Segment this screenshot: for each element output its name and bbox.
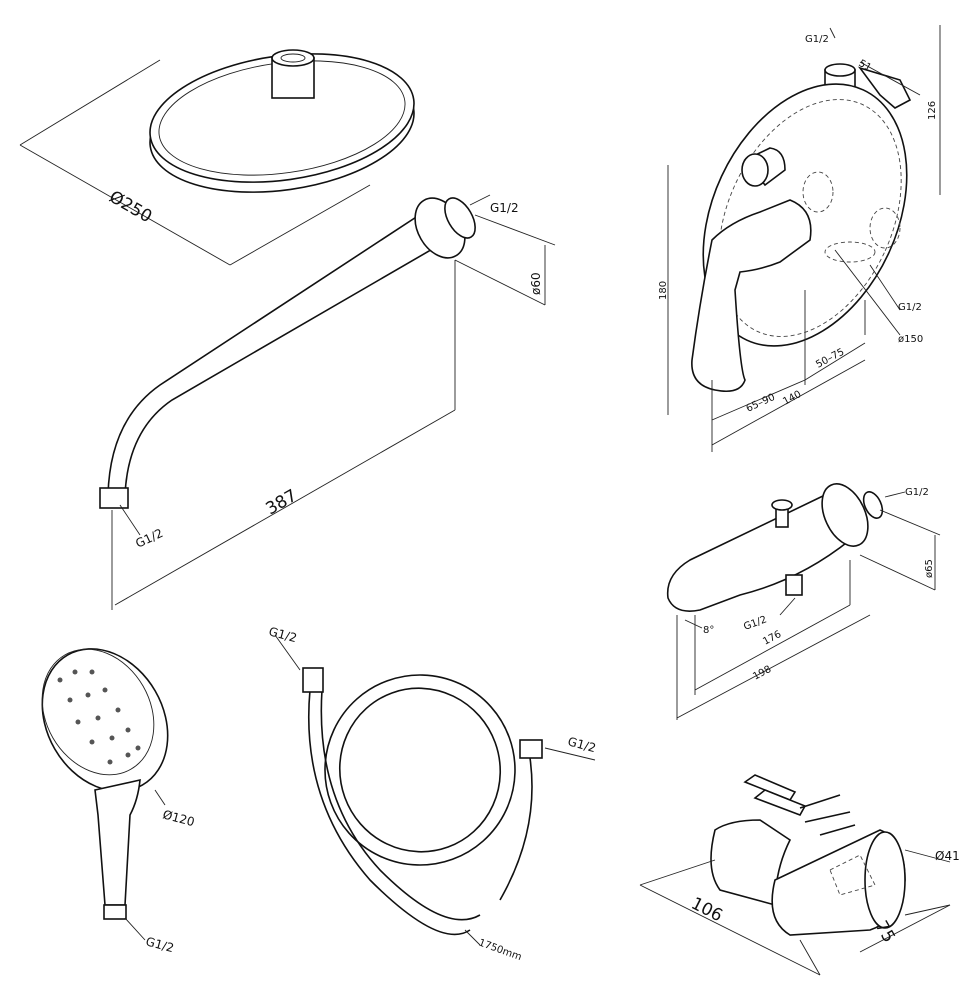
thread-1-label: G1/2: [267, 624, 298, 645]
flange-diameter-label: ø60: [529, 272, 543, 295]
shower-holder: 106 Ø41 75: [639, 774, 960, 976]
range-2-label: 50–75: [814, 347, 846, 371]
height-label: 180: [658, 281, 669, 300]
length-label: 387: [263, 486, 301, 520]
angle-label: 8°: [703, 625, 714, 636]
shower-arm: G1/2 ø60 387 G1/2: [99, 194, 556, 610]
length-label: 106: [688, 894, 726, 927]
thread-top-label: G1/2: [805, 34, 829, 45]
hand-shower: Ø120 G1/2: [41, 648, 196, 955]
height-outlet-label: 126: [927, 101, 938, 120]
plate-diameter-label: ø150: [898, 334, 923, 345]
thread-bottom-label: G1/2: [742, 614, 768, 632]
thread-top-label: G1/2: [490, 201, 519, 215]
flange-diameter-label: ø65: [924, 559, 935, 578]
thread-label: G1/2: [144, 934, 175, 955]
thread-bottom-label: G1/2: [133, 526, 165, 551]
thread-label: G1/2: [905, 487, 929, 498]
thread-side-label: G1/2: [898, 302, 922, 313]
diameter-label: Ø120: [161, 807, 196, 829]
mixer: G1/2 51 126 180 65–90 50–75 140 G1/2 ø15…: [658, 25, 941, 452]
total-depth-label: 140: [781, 389, 803, 408]
spout: G1/2 ø65 8° G1/2 176 198: [666, 483, 941, 720]
length-2-label: 198: [751, 664, 773, 683]
rain-shower-head: Ø250: [19, 49, 415, 266]
diameter-label: Ø41: [935, 849, 960, 863]
diameter-label: Ø250: [106, 187, 156, 227]
thread-2-label: G1/2: [566, 734, 597, 755]
shower-hose: G1/2 G1/2 1750mm: [267, 624, 597, 963]
length-label: 1750mm: [477, 937, 523, 963]
length-1-label: 176: [761, 629, 783, 648]
